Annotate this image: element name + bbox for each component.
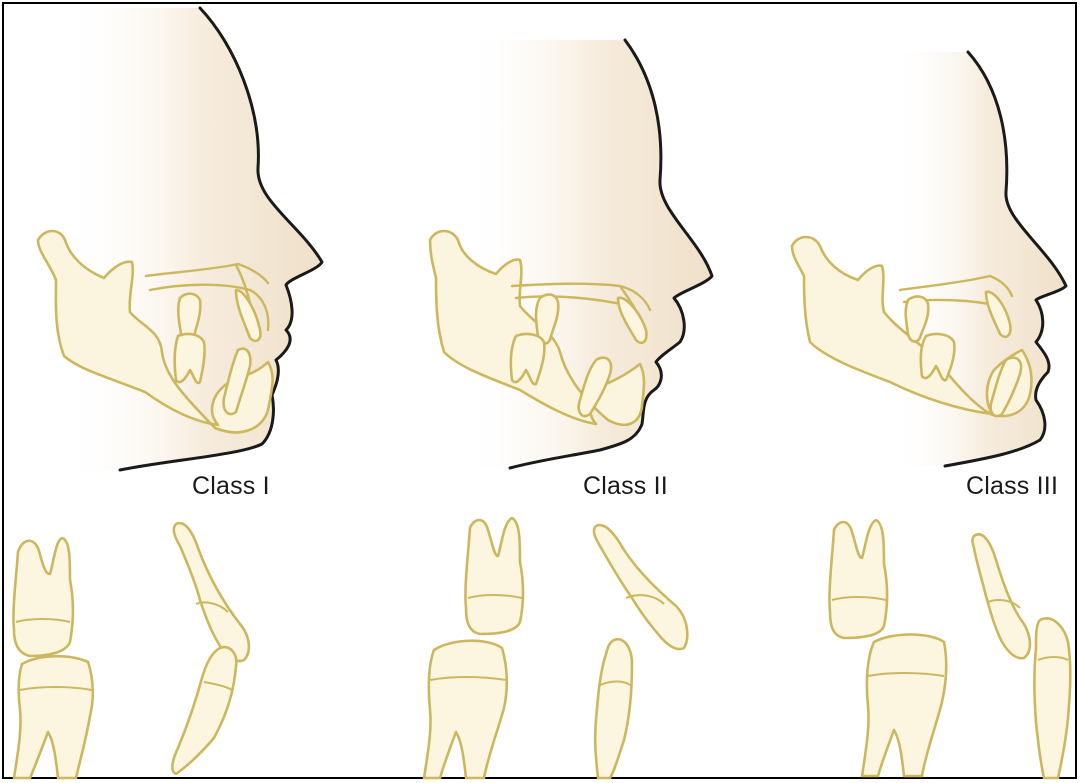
class-i-lower-incisor xyxy=(172,647,236,774)
class-ii-profile xyxy=(430,40,712,468)
class-ii-lower-first-molar xyxy=(424,641,507,778)
class-iii-upper-incisor xyxy=(973,534,1031,658)
class-iii-incisor-relationship xyxy=(973,534,1071,778)
class-iii-molar-relationship xyxy=(829,520,946,776)
class-iii-lower-first-molar xyxy=(862,635,946,777)
class-ii-upper-first-molar xyxy=(465,518,523,634)
class-ii-upper-incisor xyxy=(594,525,687,649)
class-i-upper-first-molar xyxy=(13,538,73,656)
class-ii-molar-relationship xyxy=(424,518,523,778)
class-i-upper-incisor xyxy=(174,523,249,661)
class-iii-profile xyxy=(792,52,1066,466)
class-iii-label: Class III xyxy=(966,472,1058,501)
class-iii-upper-first-molar xyxy=(829,520,887,638)
class-i-label: Class I xyxy=(192,472,270,501)
class-ii-lower-incisor xyxy=(595,639,632,778)
class-i-profile xyxy=(38,8,322,470)
class-i-lower-first-molar xyxy=(14,656,93,778)
class-i-molar-relationship xyxy=(13,538,92,778)
class-ii-incisor-relationship xyxy=(594,525,687,778)
class-ii-label: Class II xyxy=(583,472,668,501)
class-i-incisor-relationship xyxy=(172,523,249,774)
class-iii-lower-incisor xyxy=(1035,618,1071,778)
